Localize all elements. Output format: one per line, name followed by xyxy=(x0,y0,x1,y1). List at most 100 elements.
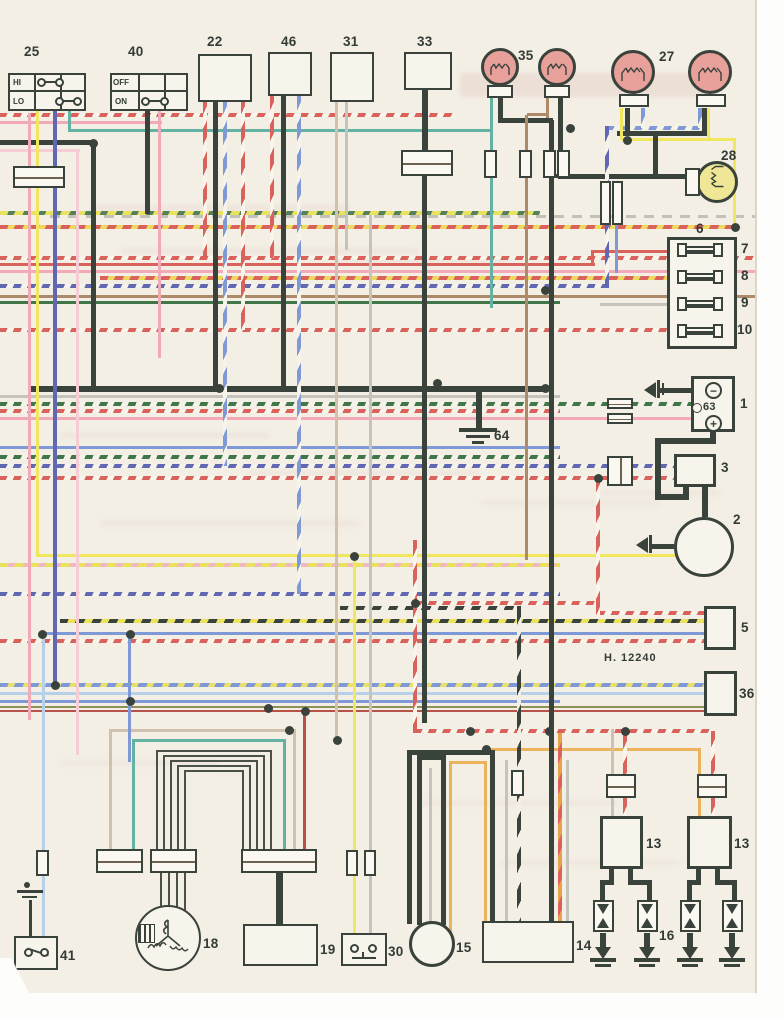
ground-arrow-icon xyxy=(682,947,698,959)
print-showthrough xyxy=(100,520,360,527)
wire-segment xyxy=(422,176,427,723)
wire-segment xyxy=(0,149,80,152)
ground-arrow-icon xyxy=(639,947,655,959)
junction-dot xyxy=(125,629,135,639)
component-box-31 xyxy=(330,52,374,102)
label-7: 7 xyxy=(741,241,749,256)
wire-segment xyxy=(91,140,96,390)
wire-segment xyxy=(622,138,736,141)
wire-segment xyxy=(655,438,716,444)
wire-segment xyxy=(647,885,652,903)
wire-segment xyxy=(729,933,735,949)
wire-segment xyxy=(0,563,560,567)
contact-icon xyxy=(37,78,46,87)
wire-segment xyxy=(242,770,244,852)
label-36: 36 xyxy=(739,686,755,701)
wire-segment xyxy=(0,402,694,406)
points-comb-icon xyxy=(138,924,155,943)
wire-segment xyxy=(28,113,31,720)
ignition-coil-13-left xyxy=(600,816,643,869)
wire-segment xyxy=(270,94,274,258)
wire-segment xyxy=(42,632,707,635)
switch-40-off-label: OFF xyxy=(113,78,129,87)
connector xyxy=(241,849,317,873)
contact-link xyxy=(145,100,164,102)
wire-segment xyxy=(687,885,692,903)
wire-segment xyxy=(249,765,251,852)
page-margin-right xyxy=(757,0,783,1019)
wire-segment xyxy=(0,295,755,298)
wire-segment xyxy=(449,761,487,764)
wire-segment xyxy=(42,876,45,950)
print-showthrough xyxy=(330,258,510,264)
wire-segment xyxy=(29,900,32,938)
junction-dot xyxy=(332,735,342,745)
ground-cap xyxy=(24,882,30,888)
ground-bar xyxy=(677,958,703,962)
wire-segment xyxy=(600,880,614,885)
wire-segment xyxy=(168,872,170,916)
wire-segment xyxy=(600,303,680,306)
wire-segment xyxy=(607,126,702,130)
wire-segment xyxy=(407,750,495,755)
wire-segment xyxy=(698,798,701,818)
wire-segment xyxy=(177,765,179,852)
wire-segment xyxy=(415,601,600,605)
wire-segment xyxy=(293,729,296,852)
label-31: 31 xyxy=(343,34,359,49)
switch-25-row-divider xyxy=(8,90,86,92)
wire-segment xyxy=(256,760,258,852)
wire-segment xyxy=(270,750,272,852)
wire-segment xyxy=(345,100,348,250)
wire-segment xyxy=(241,98,245,330)
connector xyxy=(150,849,197,873)
filament-icon xyxy=(710,165,724,188)
wire-segment xyxy=(711,731,715,779)
wire-segment xyxy=(687,880,701,885)
ground-bar xyxy=(472,441,484,444)
component-box-14 xyxy=(482,921,574,963)
wire-segment xyxy=(0,301,560,304)
wire-segment xyxy=(600,885,605,903)
wire-segment xyxy=(652,544,674,549)
wire-segment xyxy=(715,880,737,885)
wire-segment xyxy=(163,755,265,757)
wire-segment xyxy=(566,760,569,922)
fuse-9-icon xyxy=(677,297,723,311)
bulb-base xyxy=(696,94,726,107)
connector xyxy=(346,850,358,876)
wire-segment xyxy=(441,755,446,925)
wire-segment xyxy=(158,108,161,358)
junction-dot xyxy=(481,744,491,754)
wire-segment xyxy=(263,755,265,852)
wire-segment xyxy=(698,748,701,779)
label-2: 2 xyxy=(733,512,741,527)
junction-dot xyxy=(263,703,273,713)
label-40: 40 xyxy=(128,44,144,59)
junction-dot xyxy=(300,706,310,716)
connector xyxy=(484,150,497,178)
bulb-base xyxy=(619,94,649,107)
label-41: 41 xyxy=(60,948,76,963)
wire-segment xyxy=(184,770,244,772)
component-box-22 xyxy=(198,54,252,102)
switch-lever xyxy=(352,957,376,959)
wire-segment xyxy=(490,750,495,922)
component-box-33 xyxy=(404,52,452,90)
wire-segment xyxy=(203,98,207,258)
filament-icon xyxy=(490,62,510,75)
wire-segment xyxy=(711,798,715,818)
wire-segment xyxy=(407,750,412,924)
wire-segment xyxy=(184,770,186,852)
junction-dot xyxy=(37,629,47,639)
filament-icon xyxy=(547,62,567,75)
wire-segment xyxy=(623,798,627,818)
ground-bar xyxy=(595,964,611,967)
wire-segment xyxy=(132,739,135,852)
junction-dot xyxy=(214,383,224,393)
switch-25-col-divider2 xyxy=(60,73,62,111)
connector xyxy=(557,150,570,178)
print-showthrough xyxy=(90,205,350,212)
wire-segment xyxy=(558,733,562,923)
label-27: 27 xyxy=(659,49,675,64)
